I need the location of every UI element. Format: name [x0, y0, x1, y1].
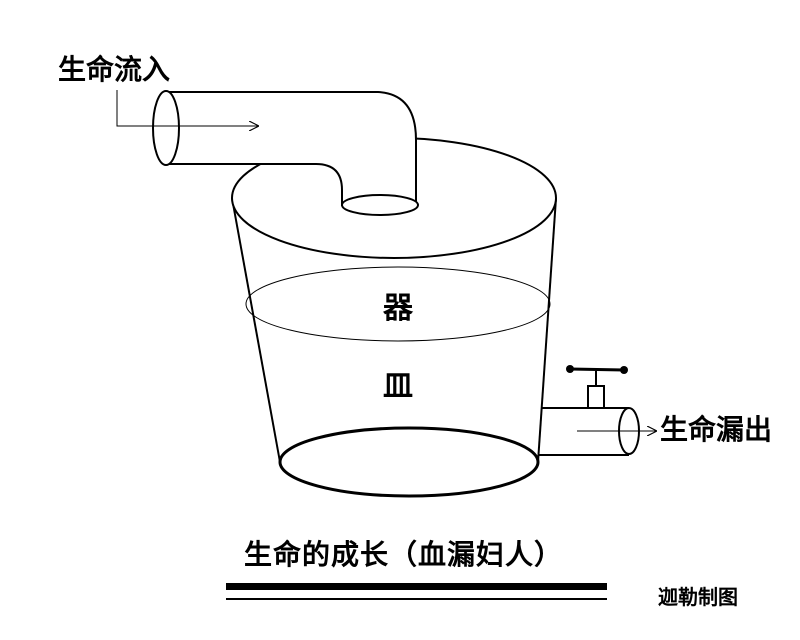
title-underline-thick	[226, 583, 607, 590]
vessel-left-wall	[231, 197, 281, 463]
vessel-bottom	[278, 426, 540, 498]
vessel-char-bottom: 皿	[383, 369, 413, 404]
inflow-pipe-mouth	[341, 194, 419, 216]
author-credit: 迦勒制图	[658, 585, 738, 609]
inflow-pipe-opening	[152, 90, 180, 166]
vessel-char-top: 器	[383, 291, 413, 326]
inflow-arrow	[116, 90, 258, 126]
title-underline-thin	[226, 598, 607, 600]
vessel-right-wall	[537, 197, 557, 463]
liquid-level	[245, 266, 551, 342]
inflow-label: 生命流入	[58, 53, 171, 86]
outflow-label: 生命漏出	[660, 413, 773, 446]
valve-icon	[566, 365, 628, 409]
outflow-pipe	[539, 407, 629, 456]
diagram-title: 生命的成长（血漏妇人）	[244, 538, 564, 571]
